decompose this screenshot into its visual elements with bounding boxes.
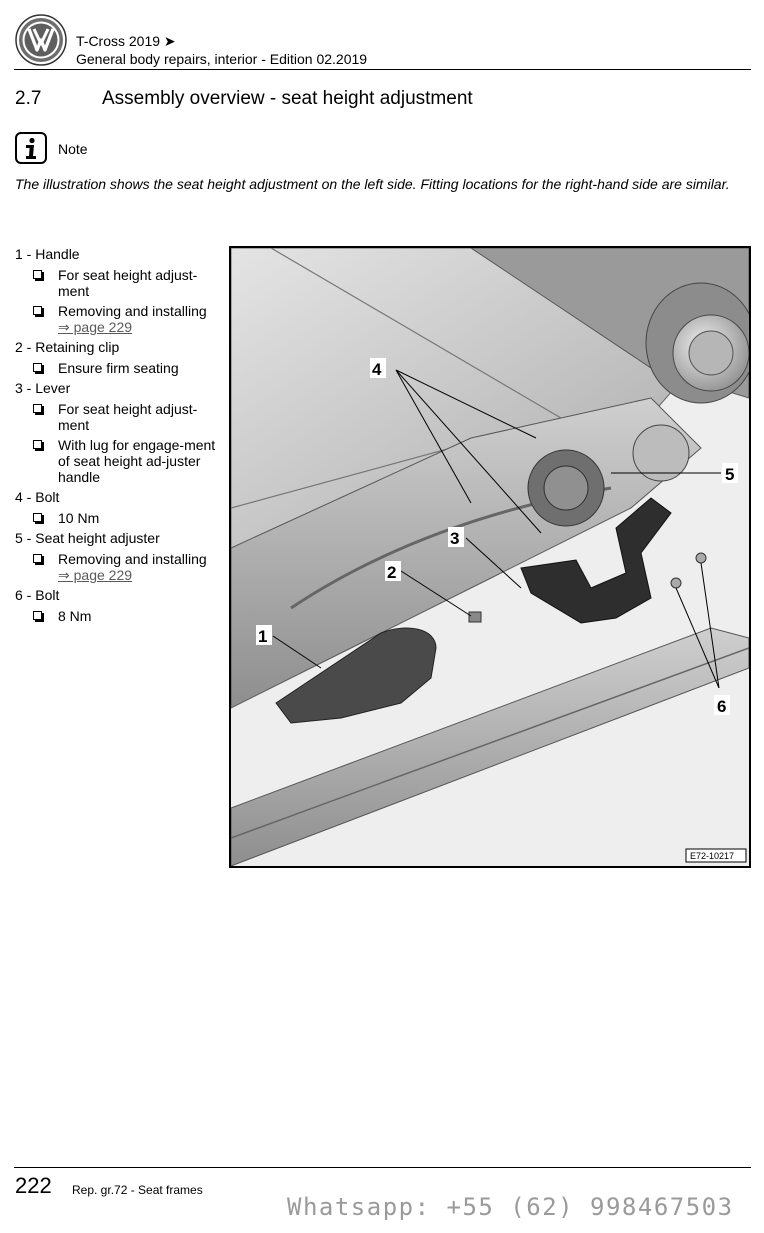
checkbox-icon [33, 404, 44, 415]
seat-height-illustration: 4 5 3 2 1 6 E72-10217 [229, 246, 751, 868]
page-number: 222 [15, 1173, 52, 1198]
footer-divider [14, 1167, 751, 1168]
list-item: 3 - Lever For seat height adjust-ment Wi… [15, 380, 227, 485]
header-divider [14, 69, 751, 70]
checkbox-icon [33, 611, 44, 622]
checkbox-icon [33, 513, 44, 524]
list-item: 1 - Handle For seat height adjust-ment R… [15, 246, 227, 335]
list-item: 2 - Retaining clip Ensure firm seating [15, 339, 227, 376]
watermark: Whatsapp: +55 (62) 998467503 [287, 1193, 734, 1221]
subitem-text: Removing and installing [58, 551, 207, 567]
subitem-text: Ensure firm seating [58, 360, 179, 376]
subitem-text: For seat height adjust-ment [58, 401, 198, 433]
item-title: 3 - Lever [15, 380, 71, 396]
subitem-text: For seat height adjust-ment [58, 267, 198, 299]
list-subitem: With lug for engage-ment of seat height … [15, 437, 227, 485]
list-subitem: For seat height adjust-ment [15, 267, 227, 299]
note-label: Note [58, 141, 88, 157]
header-model: T-Cross 2019 ➤ [76, 33, 176, 49]
subitem-text: 10 Nm [58, 510, 100, 526]
page-link[interactable]: ⇒ page 229 [58, 567, 133, 583]
list-item: 4 - Bolt 10 Nm [15, 489, 227, 526]
callout-2: 2 [387, 563, 396, 582]
page-link[interactable]: ⇒ page 229 [58, 319, 133, 335]
checkbox-icon [33, 440, 44, 451]
callout-1: 1 [258, 627, 267, 646]
list-subitem: For seat height adjust-ment [15, 401, 227, 433]
item-title: 2 - Retaining clip [15, 339, 120, 355]
callout-5: 5 [725, 465, 734, 484]
list-item: 6 - Bolt 8 Nm [15, 587, 227, 624]
subitem-text: 8 Nm [58, 608, 92, 624]
subitem-text: With lug for engage-ment of seat height … [58, 437, 216, 485]
section-number: 2.7 [15, 88, 42, 109]
list-subitem: Removing and installing⇒ page 229 [15, 303, 227, 335]
checkbox-icon [33, 270, 44, 281]
list-subitem: 8 Nm [15, 608, 227, 624]
list-subitem: Removing and installing⇒ page 229 [15, 551, 227, 583]
checkbox-icon [33, 363, 44, 374]
list-item: 5 - Seat height adjuster Removing and in… [15, 530, 227, 583]
callout-6: 6 [717, 697, 726, 716]
vw-logo-icon [15, 14, 67, 66]
checkbox-icon [33, 306, 44, 317]
parts-list: 1 - Handle For seat height adjust-ment R… [15, 246, 227, 628]
item-title: 1 - Handle [15, 246, 80, 262]
item-title: 5 - Seat height adjuster [15, 530, 160, 546]
checkbox-icon [33, 554, 44, 565]
list-subitem: 10 Nm [15, 510, 227, 526]
figure-reference: E72-10217 [690, 851, 734, 861]
callout-3: 3 [450, 529, 459, 548]
footer-text: Rep. gr.72 - Seat frames [72, 1183, 203, 1197]
section-title: Assembly overview - seat height adjustme… [102, 88, 473, 109]
header-subtitle: General body repairs, interior - Edition… [76, 51, 368, 67]
info-icon [15, 132, 47, 164]
item-title: 6 - Bolt [15, 587, 60, 603]
list-subitem: Ensure firm seating [15, 360, 227, 376]
item-title: 4 - Bolt [15, 489, 60, 505]
note-text: The illustration shows the seat height a… [15, 176, 730, 192]
subitem-text: Removing and installing [58, 303, 207, 319]
callout-4: 4 [372, 360, 382, 379]
